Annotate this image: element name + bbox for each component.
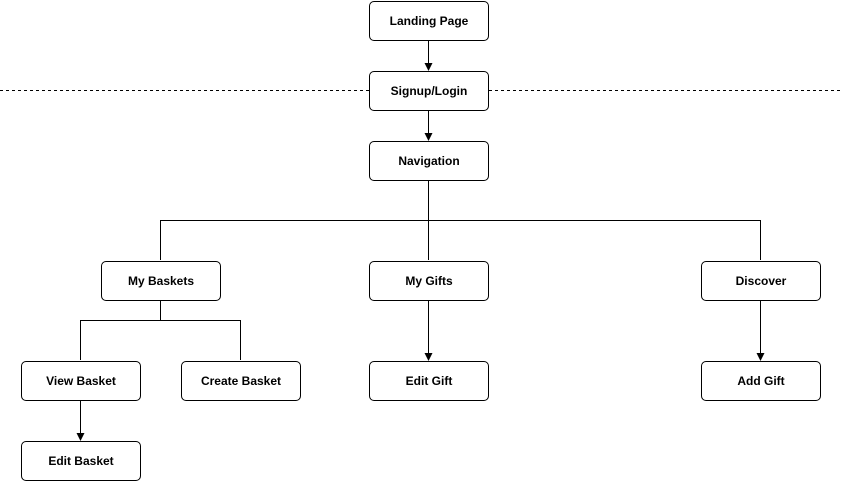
node-landing-page: Landing Page	[369, 1, 489, 41]
node-label: View Basket	[46, 374, 116, 388]
node-my-baskets: My Baskets	[101, 261, 221, 301]
node-label: Landing Page	[389, 14, 469, 28]
node-label: Navigation	[398, 154, 460, 168]
node-edit-gift: Edit Gift	[369, 361, 489, 401]
node-view-basket: View Basket	[21, 361, 141, 401]
node-discover: Discover	[701, 261, 821, 301]
node-label: Edit Basket	[48, 454, 114, 468]
node-label: Create Basket	[200, 374, 282, 388]
edge-mybaskets-horizontal	[80, 320, 241, 360]
node-label: Add Gift	[737, 374, 785, 388]
node-add-gift: Add Gift	[701, 361, 821, 401]
node-label: Discover	[735, 274, 787, 288]
node-my-gifts: My Gifts	[369, 261, 489, 301]
node-create-basket: Create Basket	[181, 361, 301, 401]
node-navigation: Navigation	[369, 141, 489, 181]
edge-navigation-horizontal	[160, 220, 761, 260]
node-label: Edit Gift	[405, 374, 453, 388]
node-label: My Baskets	[127, 274, 195, 288]
node-signup-login: Signup/Login	[369, 71, 489, 111]
node-label: My Gifts	[405, 274, 453, 288]
node-label: Signup/Login	[390, 84, 468, 98]
node-edit-basket: Edit Basket	[21, 441, 141, 481]
